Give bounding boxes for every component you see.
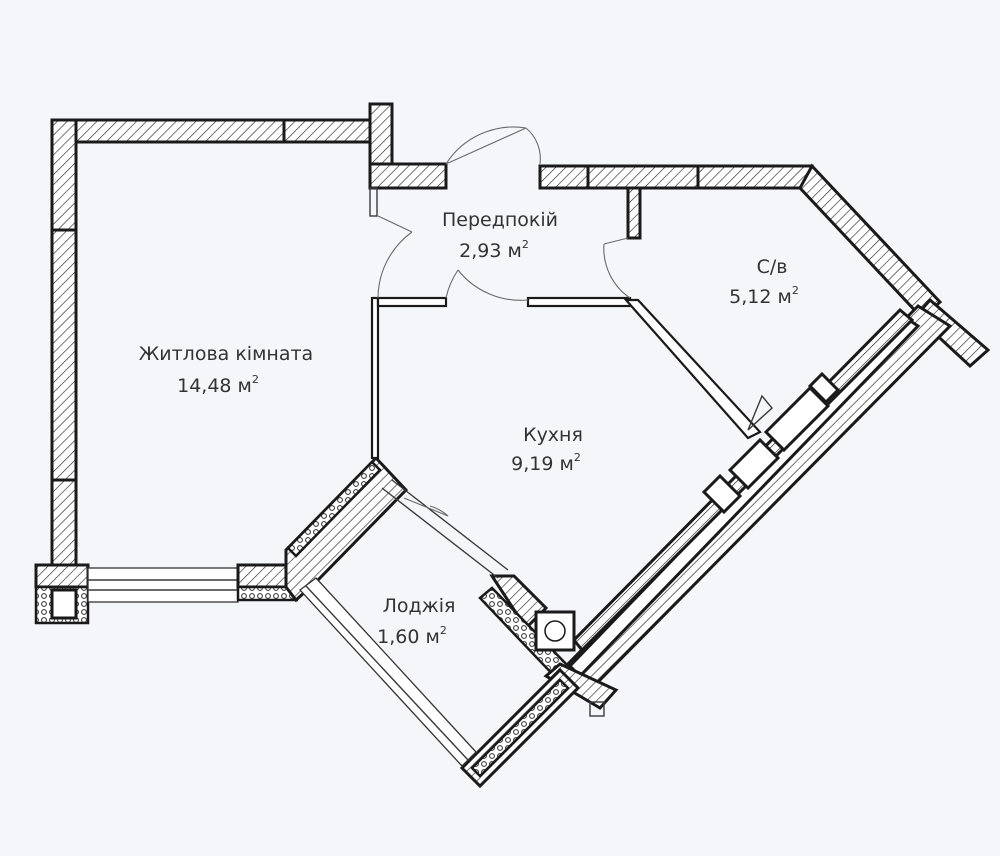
living-room-window — [87, 567, 239, 603]
loggia-walls — [459, 574, 619, 789]
interior-partitions — [370, 296, 762, 460]
room-area-sup-bathroom: 2 — [792, 284, 799, 297]
bathroom-walls — [538, 163, 991, 369]
svg-text:5,12 м2: 5,12 м2 — [729, 284, 799, 308]
room-area-sup-hall: 2 — [522, 238, 529, 251]
room-label-loggia: Лоджія 1,60 м2 — [377, 595, 455, 648]
room-name-loggia: Лоджія — [383, 595, 456, 617]
room-label-bathroom: С/в 5,12 м2 — [729, 256, 799, 308]
room-area-living-room: 14,48 м — [177, 375, 252, 397]
living-room-walls — [34, 102, 448, 625]
room-name-hall: Передпокій — [442, 209, 558, 231]
loggia-window — [299, 479, 509, 767]
room-area-hall: 2,93 м — [459, 240, 522, 262]
svg-text:2,93 м2: 2,93 м2 — [459, 238, 529, 262]
room-area-bathroom: 5,12 м — [729, 286, 792, 308]
doors — [377, 126, 631, 517]
room-area-sup-living-room: 2 — [252, 373, 259, 386]
loggia-left-wall — [236, 455, 409, 603]
room-name-bathroom: С/в — [757, 256, 788, 278]
room-label-kitchen: Кухня 9,19 м2 — [511, 424, 583, 475]
room-area-kitchen: 9,19 м — [511, 453, 574, 475]
room-area-sup-kitchen: 2 — [574, 451, 581, 464]
room-area-loggia: 1,60 м — [377, 626, 440, 648]
svg-text:14,48 м2: 14,48 м2 — [177, 373, 259, 397]
room-name-kitchen: Кухня — [523, 424, 583, 446]
svg-text:1,60 м2: 1,60 м2 — [377, 624, 447, 648]
room-label-hall: Передпокій 2,93 м2 — [442, 209, 558, 262]
room-area-sup-loggia: 2 — [440, 624, 447, 637]
kitchen-exterior-wall — [565, 304, 953, 691]
room-name-living-room: Житлова кімната — [139, 343, 313, 365]
room-label-living-room: Житлова кімната 14,48 м2 — [139, 343, 313, 397]
svg-text:9,19 м2: 9,19 м2 — [511, 451, 581, 475]
